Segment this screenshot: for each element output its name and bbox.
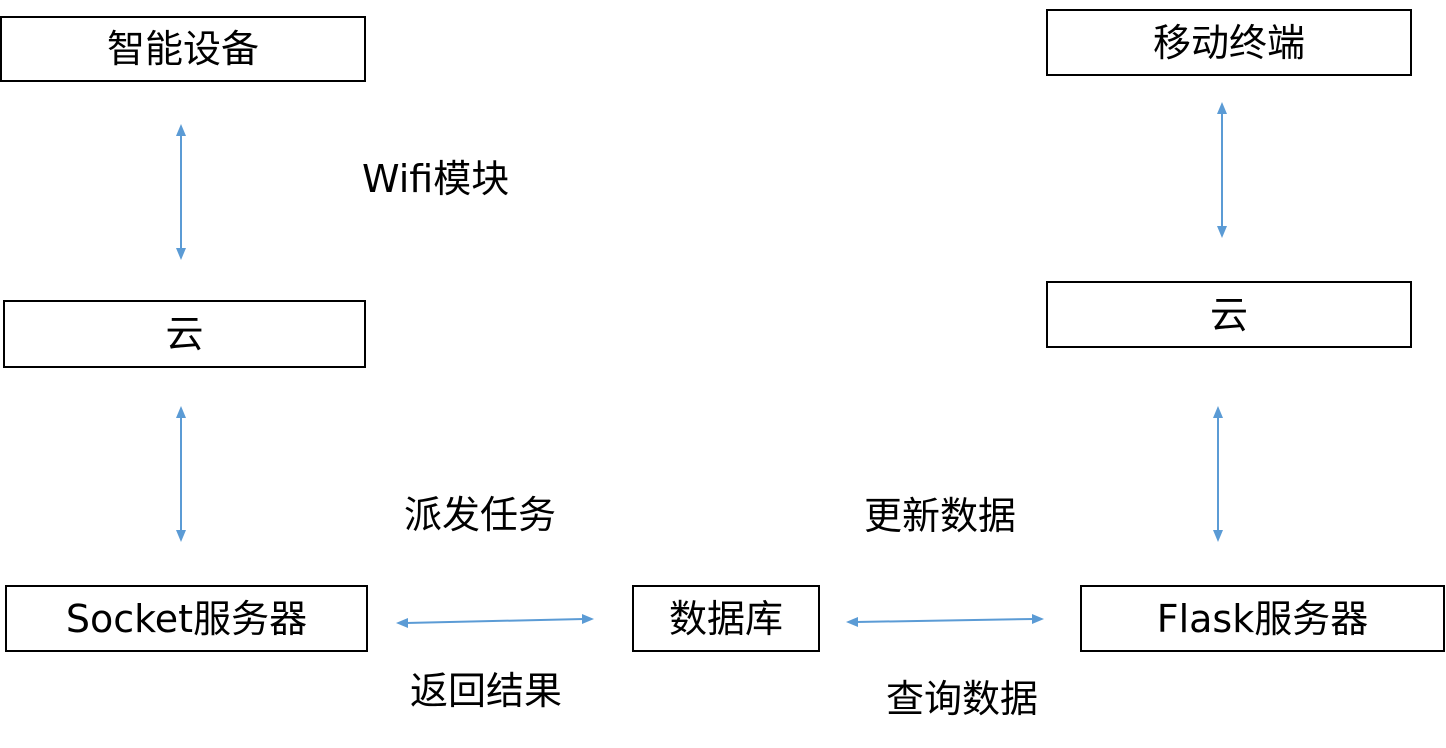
node-socket-server: Socket服务器: [5, 585, 368, 652]
label-query-data: 查询数据: [886, 677, 1039, 721]
node-cloud-left: 云: [3, 300, 366, 368]
node-cloud-right: 云: [1046, 281, 1412, 348]
node-mobile-terminal: 移动终端: [1046, 9, 1412, 76]
arrow-database-flask: [846, 614, 1044, 627]
label-dispatch-task: 派发任务: [404, 493, 557, 537]
arrow-cloud-mobile: [1217, 102, 1227, 238]
arrow-flask-cloud: [1213, 406, 1223, 542]
arrow-cloud-socket: [176, 406, 186, 542]
label-update-data: 更新数据: [864, 494, 1017, 538]
node-database: 数据库: [632, 585, 820, 652]
arrow-device-cloud: [176, 124, 186, 260]
arrow-socket-database: [396, 614, 594, 628]
node-smart-device: 智能设备: [0, 16, 366, 82]
label-return-result: 返回结果: [410, 669, 563, 713]
node-flask-server: Flask服务器: [1080, 585, 1445, 652]
label-wifi-module: Wifi模块: [362, 157, 510, 201]
